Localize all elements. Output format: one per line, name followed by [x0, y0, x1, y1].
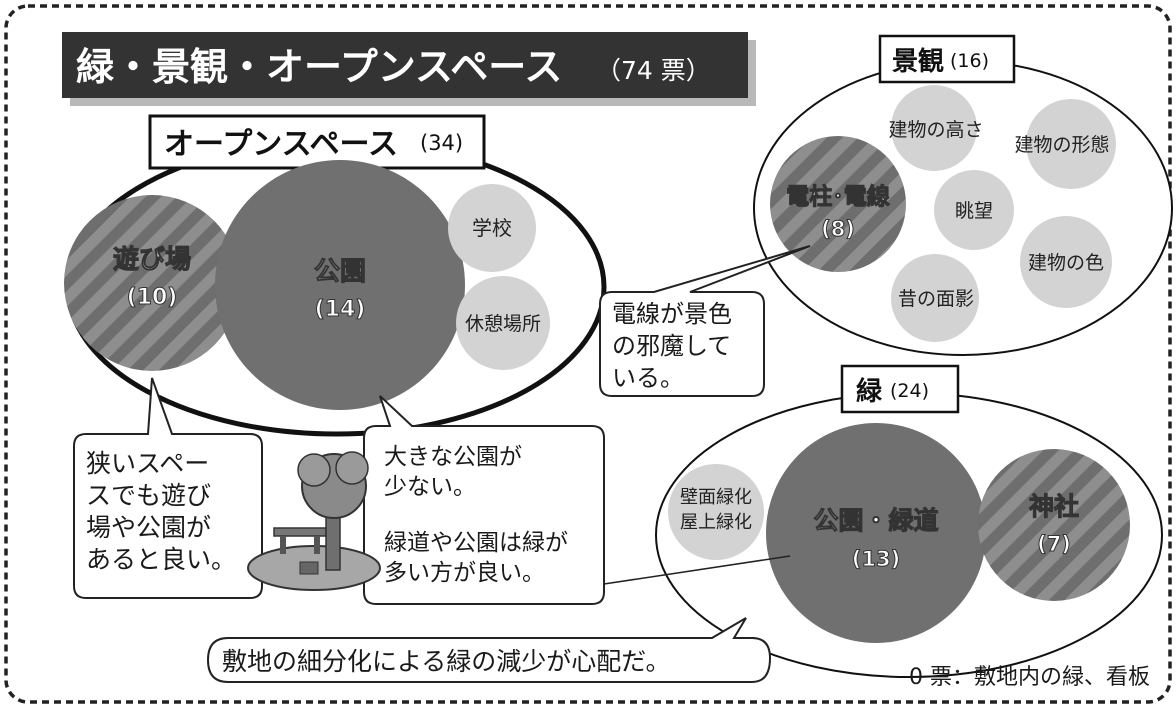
roof-greening-label: 屋上緑化 [680, 512, 752, 533]
wall-greening-label: 壁面緑化 [680, 487, 752, 508]
rest-area-circle [456, 276, 550, 370]
green-label: 緑 [856, 376, 883, 407]
view-label: 眺望 [955, 200, 993, 222]
wall-roof-greening-circle [668, 464, 764, 560]
landscape-count: (16) [950, 50, 989, 72]
playground-count: (10) [127, 285, 178, 310]
narrow-space-comment: 狭いスペー スでも遊び 場や公園が あると良い。 [86, 449, 236, 574]
outer-frame [4, 4, 1172, 704]
green-count: (24) [890, 380, 929, 402]
big-park-bubble [363, 395, 605, 605]
open-space-label: オープンスペース [164, 127, 398, 162]
park-greenway-label: 公園・緑道 [813, 506, 938, 535]
green-label-box [840, 364, 960, 414]
wire-comment: 電線が景色 の邪魔して いる。 [612, 300, 740, 392]
subdivision-comment: 敷地の細分化による緑の減少が心配だ。 [222, 647, 671, 676]
building-height-label: 建物の高さ [888, 119, 983, 141]
utility-pole-count: (8) [821, 217, 855, 241]
narrow-space-bubble [73, 377, 263, 599]
open-space-count: (34) [420, 131, 463, 155]
park-count: (14) [315, 297, 366, 322]
rest-area-label: 休憩場所 [465, 313, 541, 335]
wire-bubble [599, 245, 811, 397]
park-circle [215, 160, 465, 410]
title-count: （74 票） [596, 56, 711, 85]
playground-label: 遊び場 [113, 244, 191, 275]
building-form-label: 建物の形態 [1014, 134, 1109, 156]
greenway-comment: 緑道や公園は緑が 多い方が良い。 [384, 530, 575, 586]
view-circle [934, 170, 1014, 250]
big-park-comment: 大きな公園が 少ない。 [384, 444, 529, 500]
park-greenway-circle [766, 423, 986, 643]
playground-circle [64, 195, 240, 371]
greenway-pointer-line [603, 555, 791, 585]
utility-pole-circle [770, 136, 906, 272]
building-color-circle [1020, 216, 1112, 308]
park-greenway-count: (13) [852, 547, 900, 571]
utility-pole-label: 電柱･電線 [786, 183, 890, 210]
landscape-label-box [878, 34, 1016, 84]
park-label: 公園 [314, 257, 366, 287]
school-label: 学校 [472, 216, 512, 240]
zero-votes-footnote: 0 票：敷地内の緑、看板 [909, 665, 1150, 690]
old-scenery-circle [891, 254, 979, 342]
page-title: 緑・景観・オープンスペース [76, 45, 562, 89]
old-scenery-label: 昔の面影 [898, 288, 974, 310]
title-bar [62, 32, 748, 98]
school-circle [448, 184, 536, 272]
landscape-label: 景観 [892, 46, 944, 77]
shrine-count: (7) [1037, 532, 1071, 556]
building-form-circle [1026, 99, 1116, 189]
subdivision-bubble [206, 617, 772, 683]
building-color-label: 建物の色 [1028, 252, 1104, 274]
shrine-circle [978, 449, 1130, 601]
park-illustration [247, 451, 381, 591]
shrine-label: 神社 [1029, 492, 1079, 521]
building-height-circle [891, 85, 977, 171]
